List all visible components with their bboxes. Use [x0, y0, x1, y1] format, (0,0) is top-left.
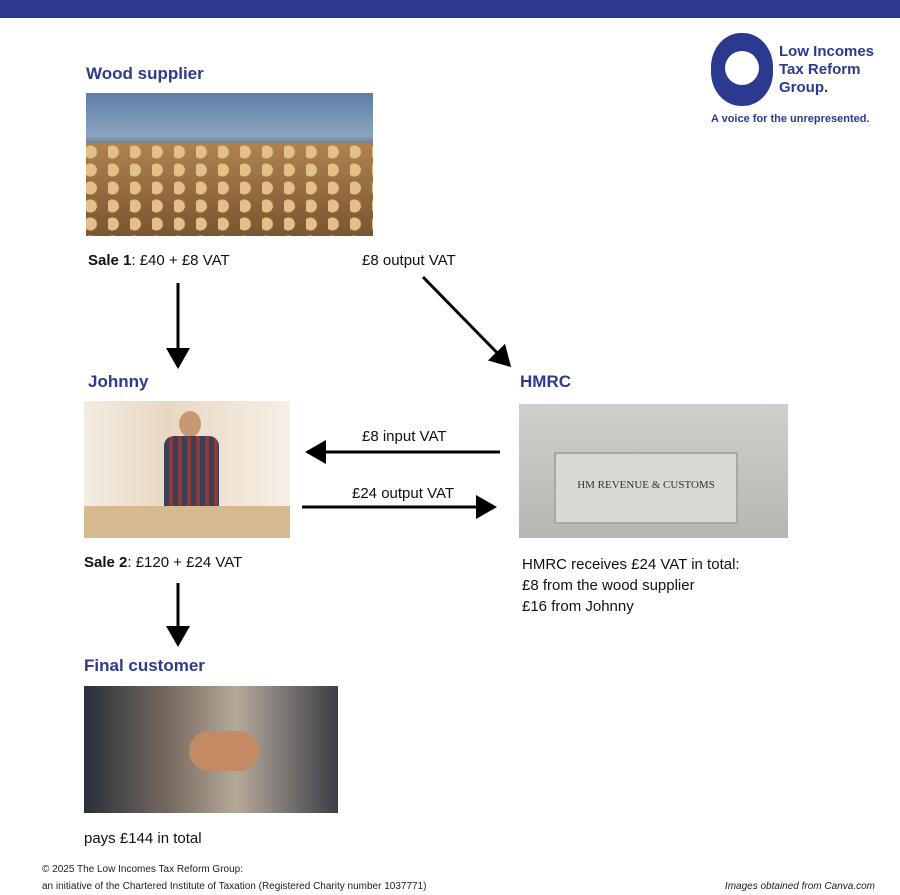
logo-mark-icon: [711, 33, 773, 106]
logo-text: Tax Reform: [779, 61, 861, 78]
logo-text: Group.: [779, 79, 829, 96]
johnny-title: Johnny: [88, 372, 149, 391]
logo-tagline: A voice for the unrepresented.: [711, 113, 870, 125]
footer-image-credit: Images obtained from Canva.com: [724, 881, 875, 892]
hmrc-building-image: HM REVENUE & CUSTOMS: [519, 404, 788, 538]
final-customer-title: Final customer: [84, 656, 205, 675]
johnny-image: [84, 401, 290, 538]
logo-text: Low Incomes: [779, 43, 875, 60]
customer-pays-label: pays £144 in total: [84, 830, 202, 847]
hmrc-title: HMRC: [520, 372, 571, 391]
output-vat-label-1: £8 output VAT: [362, 252, 456, 269]
footer-charity: an initiative of the Chartered Institute…: [42, 881, 427, 892]
arrow-diagonal-icon: [421, 275, 512, 368]
top-banner: [0, 0, 900, 18]
hmrc-summary-line: £8 from the wood supplier: [522, 577, 695, 594]
logs-image: [86, 93, 373, 236]
hmrc-summary: HMRC receives £24 VAT in total: £8 from …: [522, 554, 740, 617]
hmrc-sign-text: HM REVENUE & CUSTOMS: [577, 479, 715, 491]
hmrc-summary-line: £16 from Johnny: [522, 598, 634, 615]
output-vat-label-2: £24 output VAT: [352, 485, 455, 502]
sale-1-label: Sale 1: £40 + £8 VAT: [88, 252, 230, 269]
wood-supplier-title: Wood supplier: [86, 64, 204, 83]
handshake-image: [84, 686, 338, 813]
hmrc-summary-line: HMRC receives £24 VAT in total:: [522, 556, 740, 573]
sale-2-label: Sale 2: £120 + £24 VAT: [84, 554, 243, 571]
footer-copyright: © 2025 The Low Incomes Tax Reform Group:: [42, 864, 243, 875]
input-vat-label: £8 input VAT: [362, 428, 447, 445]
